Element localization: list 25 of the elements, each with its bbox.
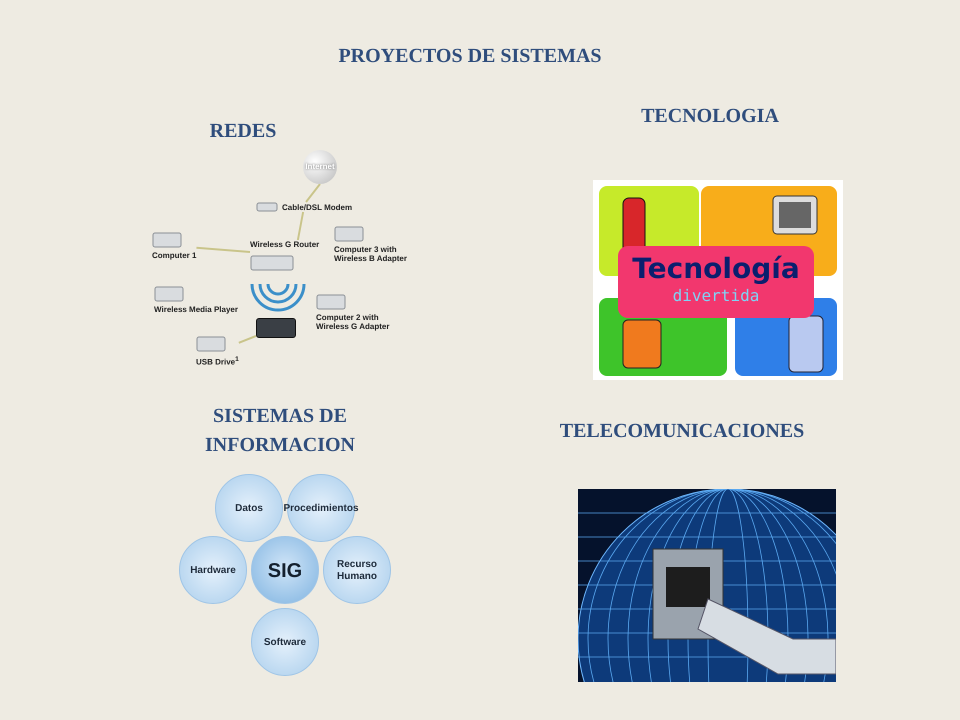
device-label: Wireless Media Player [154,305,238,314]
bubble-label: Hardware [189,565,237,577]
device-label: Cable/DSL Modem [282,202,352,212]
banner-heading: Tecnología [631,252,801,286]
device-label: USB Drive$^{1}$ [196,355,239,367]
banner-subtitle: divertida [672,286,760,306]
section-heading: TELECOMUNICACIONES [558,419,806,444]
device-label: Computer 3 with Wireless B Adapter [334,245,408,263]
device-label: Wireless G Router [250,240,320,249]
center-circle: SIG [251,536,319,604]
connector-line [196,246,250,253]
connector-line [296,212,304,240]
connector-line [305,183,321,203]
device-label: Computer 2 with Wireless G Adapter [316,313,390,331]
section-heading: SISTEMAS DE INFORMACION [204,404,356,458]
section-heading: REDES [208,119,278,144]
bubble-label: Software [262,637,308,649]
bubble-label: Procedimientos [282,503,360,515]
network-device-icon [256,318,296,338]
slide-title: PROYECTOS DE SISTEMAS [337,44,603,69]
device-label: Computer 1 [152,251,196,260]
connector-line [238,335,256,344]
banner [618,246,814,318]
section-heading: TECNOLOGIA [640,104,780,129]
bubble-label: Recurso Humano [336,559,378,583]
